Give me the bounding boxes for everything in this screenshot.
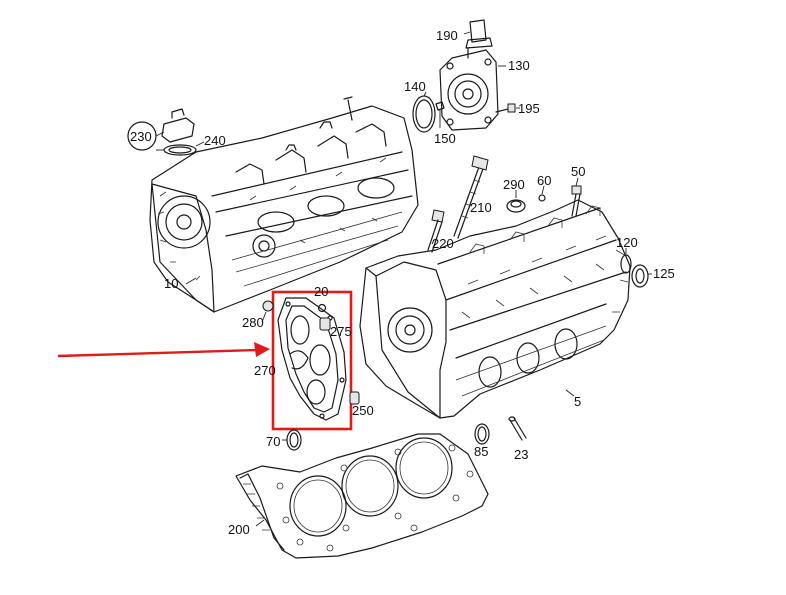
- callout-280: 280: [242, 315, 264, 330]
- part-290-cap: [506, 199, 526, 213]
- part-200-head-gasket: [235, 433, 489, 559]
- callout-60: 60: [537, 173, 551, 188]
- cylinder-head-left: [149, 96, 419, 313]
- part-190-sensor: [465, 19, 493, 49]
- callout-20: 20: [314, 284, 328, 299]
- part-140-o-ring: [412, 95, 436, 133]
- part-50-bolt: [571, 185, 582, 217]
- callout-85: 85: [474, 444, 488, 459]
- highlight-arrow: [57, 342, 270, 358]
- callout-50: 50: [571, 164, 585, 179]
- part-20-dowel: [317, 303, 327, 313]
- part-125-cap: [631, 264, 649, 288]
- callout-labels: 190 130 140 195 150 230 240 290 60 50 21…: [130, 28, 675, 537]
- cylinder-head-right: [359, 199, 631, 419]
- highlight-box: [271, 290, 353, 431]
- callout-210: 210: [470, 200, 492, 215]
- part-60-plug: [538, 194, 546, 202]
- callout-130: 130: [508, 58, 530, 73]
- callout-270: 270: [254, 363, 276, 378]
- part-70-o-ring: [286, 429, 302, 451]
- callout-220: 220: [432, 236, 454, 251]
- part-150-gasket: [435, 101, 445, 111]
- part-230-oil-cap: [127, 108, 195, 151]
- part-85-seal: [474, 423, 490, 445]
- callout-5: 5: [574, 394, 581, 409]
- leader-lines: [185, 31, 652, 527]
- callout-70: 70: [266, 434, 280, 449]
- callout-275: 275: [330, 324, 352, 339]
- callout-140: 140: [404, 79, 426, 94]
- part-130-camshaft-adjuster: [439, 47, 499, 131]
- part-275-sleeve: [319, 317, 331, 331]
- part-280-plug: [262, 300, 274, 312]
- callout-10: 10: [164, 276, 178, 291]
- callout-290: 290: [503, 177, 525, 192]
- part-120-seal: [620, 254, 632, 274]
- part-23-pin: [508, 416, 527, 441]
- part-270-timing-cover-gasket: [277, 297, 347, 421]
- part-250-dowel: [349, 391, 360, 405]
- callout-23: 23: [514, 447, 528, 462]
- part-210-long-bolt: [453, 155, 489, 239]
- part-195-bolt: [495, 103, 516, 113]
- callout-190: 190: [436, 28, 458, 43]
- callout-195: 195: [518, 101, 540, 116]
- callout-250: 250: [352, 403, 374, 418]
- callout-150: 150: [434, 131, 456, 146]
- callout-240: 240: [204, 133, 226, 148]
- callout-120: 120: [616, 235, 638, 250]
- callout-200: 200: [228, 522, 250, 537]
- callout-125: 125: [653, 266, 675, 281]
- callout-230: 230: [130, 129, 152, 144]
- part-220-bolt: [427, 209, 445, 253]
- part-240-seal: [156, 141, 205, 156]
